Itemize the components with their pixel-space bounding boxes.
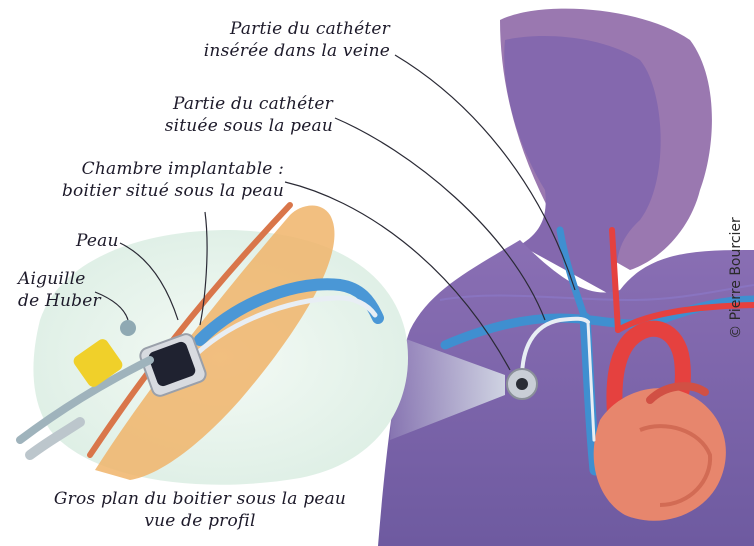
catheter-under-skin bbox=[520, 316, 590, 380]
closeup-vein bbox=[194, 278, 384, 346]
head-neck bbox=[504, 36, 661, 300]
heart-shading bbox=[639, 424, 713, 507]
port-chamber-septum bbox=[516, 378, 528, 390]
closeup-needle-hub bbox=[73, 339, 123, 387]
leader-skin bbox=[119, 242, 179, 321]
closeup-catheter bbox=[187, 295, 378, 363]
closeup-bubble bbox=[16, 202, 409, 485]
jugular-vein bbox=[556, 226, 589, 322]
implanted-catheter bbox=[506, 316, 596, 442]
subclavian-artery bbox=[615, 302, 754, 333]
zoom-beam bbox=[390, 335, 505, 440]
closeup-needle-shaft bbox=[16, 356, 154, 444]
tissue-layer bbox=[95, 205, 335, 480]
label-skin-catheter: Partie du cathéter située sous la peau bbox=[164, 94, 333, 136]
clavicle-line bbox=[439, 284, 754, 302]
label-vein-catheter: Partie du cathéter insérée dans la veine bbox=[203, 19, 390, 61]
label-skin: Peau bbox=[76, 231, 119, 251]
leader-chamber-closeup bbox=[199, 211, 208, 326]
photo-credit: © Pierre Bourcier bbox=[728, 217, 744, 339]
leader-needle bbox=[94, 291, 129, 321]
leader-chamber bbox=[284, 181, 511, 371]
vessels-and-heart bbox=[440, 226, 754, 521]
catheter-in-vein bbox=[586, 320, 596, 442]
closeup-caption: Gros plan du boitier sous la peau vue de… bbox=[53, 489, 347, 531]
closeup-needle-tube bbox=[25, 417, 85, 460]
label-needle: Aiguille de Huber bbox=[18, 269, 101, 311]
leader-vein-catheter bbox=[394, 54, 576, 291]
leader-lines bbox=[94, 54, 576, 371]
closeup-needle-tip bbox=[120, 320, 136, 336]
pulmonary-artery bbox=[646, 382, 709, 404]
vena-cava bbox=[579, 312, 601, 476]
leader-skin-catheter bbox=[334, 117, 546, 321]
carotid-artery bbox=[609, 227, 621, 333]
closeup-port-reservoir bbox=[148, 341, 196, 387]
label-chamber: Chambre implantable : boitier situé sous… bbox=[61, 159, 284, 201]
heart bbox=[593, 388, 726, 521]
